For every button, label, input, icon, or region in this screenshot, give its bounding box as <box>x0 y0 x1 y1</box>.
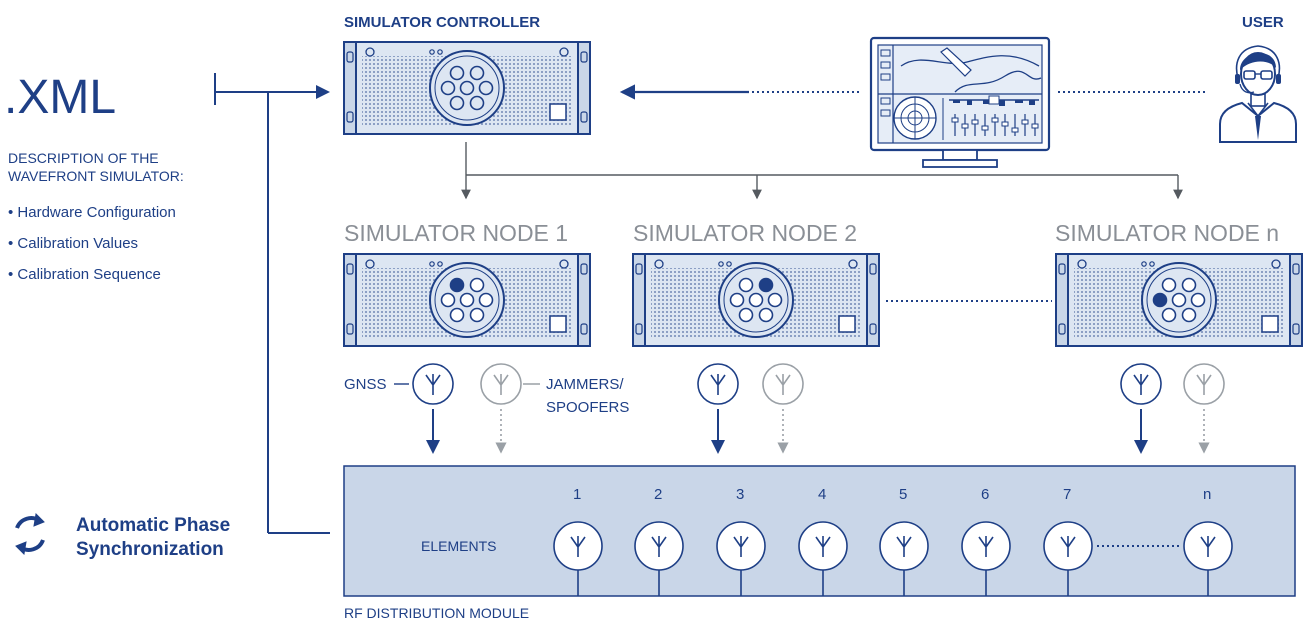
gnss-antenna-icon <box>412 363 454 405</box>
rf-element-1-icon <box>553 521 603 596</box>
xml-description: DESCRIPTION OF THE WAVEFRONT SIMULATOR: <box>8 149 228 185</box>
node-1-label: SIMULATOR NODE 1 <box>344 220 569 246</box>
simulator-node-2-device <box>632 253 880 347</box>
rf-element-number: 2 <box>654 486 663 503</box>
rf-element-2-icon <box>634 521 684 596</box>
controller-label: SIMULATOR CONTROLLER <box>344 14 541 31</box>
jammer-antenna-icon <box>762 363 804 405</box>
xml-bracket <box>214 73 330 534</box>
sync-label-line2: Synchronization <box>76 539 224 560</box>
simulator-node-1-device <box>343 253 591 347</box>
simulator-controller-device <box>343 41 591 135</box>
gnss-label: GNSS <box>344 376 387 393</box>
simulator-node-3-device <box>1055 253 1303 347</box>
xml-bullet-2: • Calibration Values <box>8 235 139 252</box>
rf-element-number: 7 <box>1063 486 1072 503</box>
controller-to-nodes-arrows <box>461 142 1183 200</box>
jammers-label-line2: SPOOFERS <box>546 399 630 416</box>
monitor-icon <box>869 36 1051 168</box>
gnss-antenna-icon <box>1120 363 1162 405</box>
rf-element-number: 6 <box>981 486 990 503</box>
xml-description-text: DESCRIPTION OF THE WAVEFRONT SIMULATOR: <box>8 150 184 184</box>
xml-bullet-1: • Hardware Configuration <box>8 204 176 221</box>
jammer-antenna-icon <box>1183 363 1225 405</box>
node-2-label: SIMULATOR NODE 2 <box>633 220 858 246</box>
xml-bullet-3: • Calibration Sequence <box>8 266 161 283</box>
user-label: USER <box>1242 14 1284 31</box>
rf-module-label: RF DISTRIBUTION MODULE <box>344 605 530 621</box>
rf-element-number: 5 <box>899 486 908 503</box>
user-icon <box>1219 45 1297 143</box>
rf-distribution-module-panel <box>343 465 1296 597</box>
rf-element-number: 3 <box>736 486 745 503</box>
rf-element-7-icon <box>1043 521 1093 596</box>
sync-label-line1: Automatic Phase <box>76 515 231 536</box>
xml-title: .XML <box>4 71 117 124</box>
xml-bullet-1-text: Hardware Configuration <box>17 204 176 221</box>
rf-element-number: n <box>1203 486 1212 503</box>
jammers-label-line1: JAMMERS/ <box>546 376 624 393</box>
rf-element-6-icon <box>961 521 1011 596</box>
rf-element-4-icon <box>798 521 848 596</box>
rf-element-3-icon <box>716 521 766 596</box>
jammer-antenna-icon <box>480 363 522 405</box>
sync-icon <box>15 512 45 556</box>
rf-element-8-icon <box>1183 521 1233 596</box>
rf-element-5-icon <box>879 521 929 596</box>
node-n-label: SIMULATOR NODE n <box>1055 220 1280 246</box>
xml-bullet-2-text: Calibration Values <box>17 235 139 252</box>
rf-element-number: 4 <box>818 486 827 503</box>
gnss-antenna-icon <box>697 363 739 405</box>
xml-bullet-3-text: Calibration Sequence <box>17 266 161 283</box>
rf-element-number: 1 <box>573 486 582 503</box>
rf-elements-label: ELEMENTS <box>421 538 497 554</box>
